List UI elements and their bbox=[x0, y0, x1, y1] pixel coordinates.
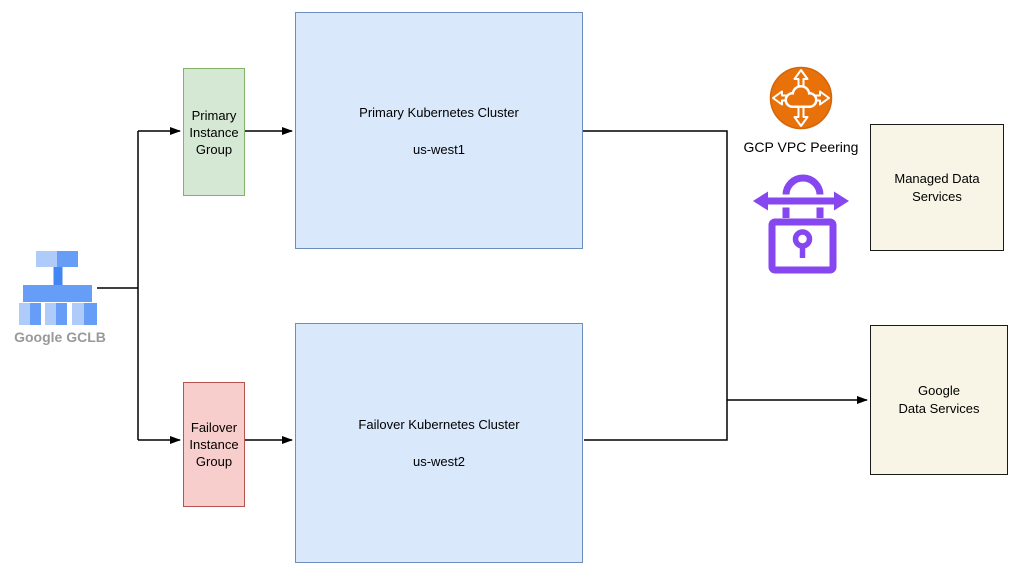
vpc-peering-label: GCP VPC Peering bbox=[743, 139, 859, 155]
node-failover-instance-group: Failover Instance Group bbox=[183, 382, 245, 507]
node-primary-kubernetes-cluster: Primary Kubernetes Cluster us-west1 bbox=[295, 12, 583, 249]
primary-instance-group-label: Primary Instance Group bbox=[189, 107, 239, 157]
node-primary-instance-group: Primary Instance Group bbox=[183, 68, 245, 196]
lock-shackle bbox=[782, 174, 824, 218]
primary-cluster-region: us-west1 bbox=[412, 141, 466, 157]
failover-cluster-title: Failover Kubernetes Cluster bbox=[358, 417, 520, 432]
gclb-load-balancer-icon bbox=[19, 251, 97, 330]
load-balancer-icon bbox=[19, 251, 97, 325]
gclb-label: Google GCLB bbox=[14, 329, 106, 345]
failover-instance-group-label: Failover Instance Group bbox=[189, 420, 239, 469]
connector-clusters-right-bus bbox=[583, 130, 728, 441]
failover-cluster-region: us-west2 bbox=[412, 454, 466, 469]
node-failover-kubernetes-cluster: Failover Kubernetes Cluster us-west2 bbox=[295, 323, 583, 563]
arrowhead-left bbox=[753, 191, 768, 211]
secure-peering-lock-icon bbox=[751, 168, 851, 279]
cloud-glyph bbox=[784, 85, 818, 108]
node-google-data-services: Google Data Services bbox=[870, 325, 1008, 475]
node-managed-data-services: Managed Data Services bbox=[870, 124, 1004, 251]
vpc-peering-icon bbox=[769, 66, 833, 135]
cloud-router-arrows-icon bbox=[769, 66, 833, 130]
primary-cluster-title: Primary Kubernetes Cluster bbox=[359, 104, 519, 120]
keyhole bbox=[792, 229, 813, 249]
managed-data-services-label: Managed Data Services bbox=[894, 170, 980, 204]
lock-with-bidirectional-arrow-icon bbox=[753, 174, 849, 274]
arrowhead-right bbox=[834, 191, 849, 211]
google-data-services-label: Google Data Services bbox=[898, 383, 980, 416]
